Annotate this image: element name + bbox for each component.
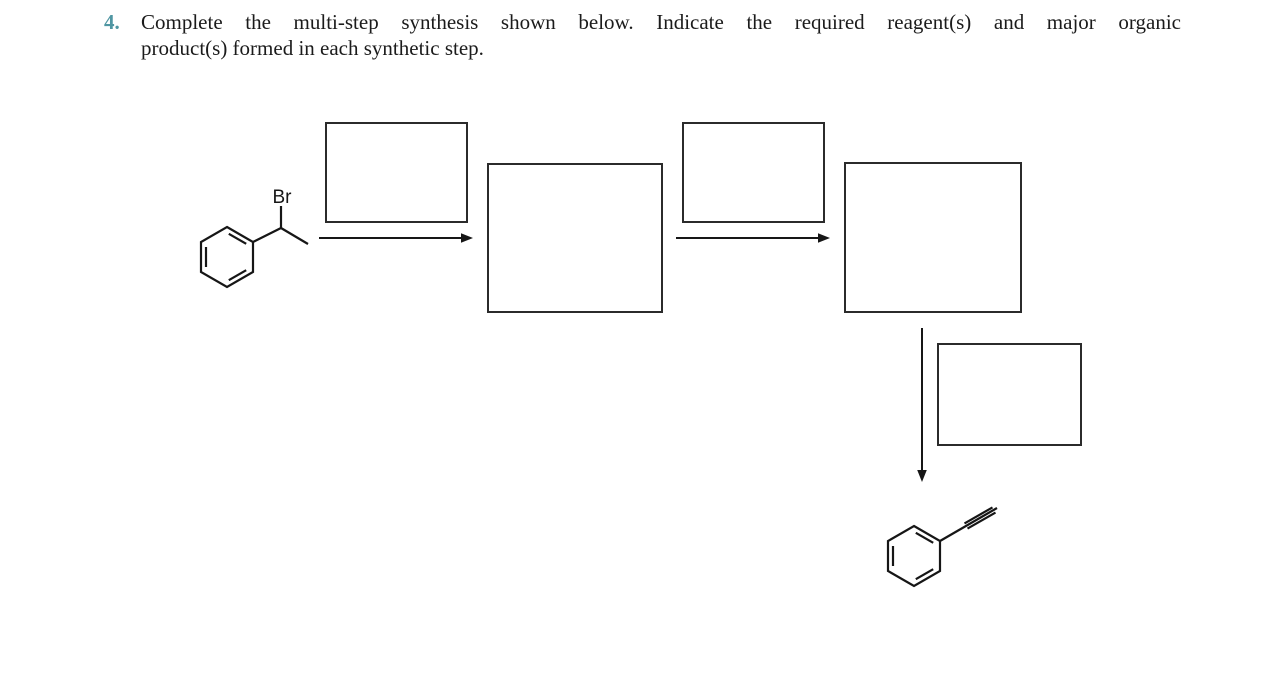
step-1-arrow <box>319 233 473 243</box>
problem-statement-line-1: Complete the multi-step synthesis shown … <box>141 10 1181 34</box>
ring-double-bond <box>228 232 247 245</box>
step-3-arrow <box>917 328 927 482</box>
arrowhead-icon <box>917 470 927 482</box>
reagent-box-1 <box>325 122 468 223</box>
benzene-ring <box>886 524 942 588</box>
c-methyl-bond <box>280 227 309 245</box>
ring-double-bond <box>915 531 934 544</box>
ring-double-bond <box>228 269 247 282</box>
problem-number: 4. <box>104 10 120 34</box>
reagent-box-3 <box>937 343 1082 446</box>
alkyne-bond-upper <box>963 506 994 525</box>
ring-double-bond <box>915 568 934 581</box>
step-2-arrow <box>676 233 830 243</box>
alkyne-bond-center <box>939 507 998 542</box>
problem-statement-line-2: product(s) formed in each synthetic step… <box>141 36 484 60</box>
final-product-structure <box>886 506 998 588</box>
product-box-2 <box>844 162 1022 313</box>
arrowhead-icon <box>818 233 830 243</box>
product-box-1 <box>487 163 663 313</box>
alkyne-bond-lower <box>966 511 997 530</box>
problem-statement: Complete the multi-step synthesis shown … <box>141 9 1181 61</box>
bromine-atom-label: Br <box>273 187 293 208</box>
starting-material-structure: Br <box>199 187 309 289</box>
arrowhead-icon <box>461 233 473 243</box>
reagent-box-2 <box>682 122 825 223</box>
ring-to-ch-bond <box>252 227 282 243</box>
benzene-ring <box>199 225 255 289</box>
